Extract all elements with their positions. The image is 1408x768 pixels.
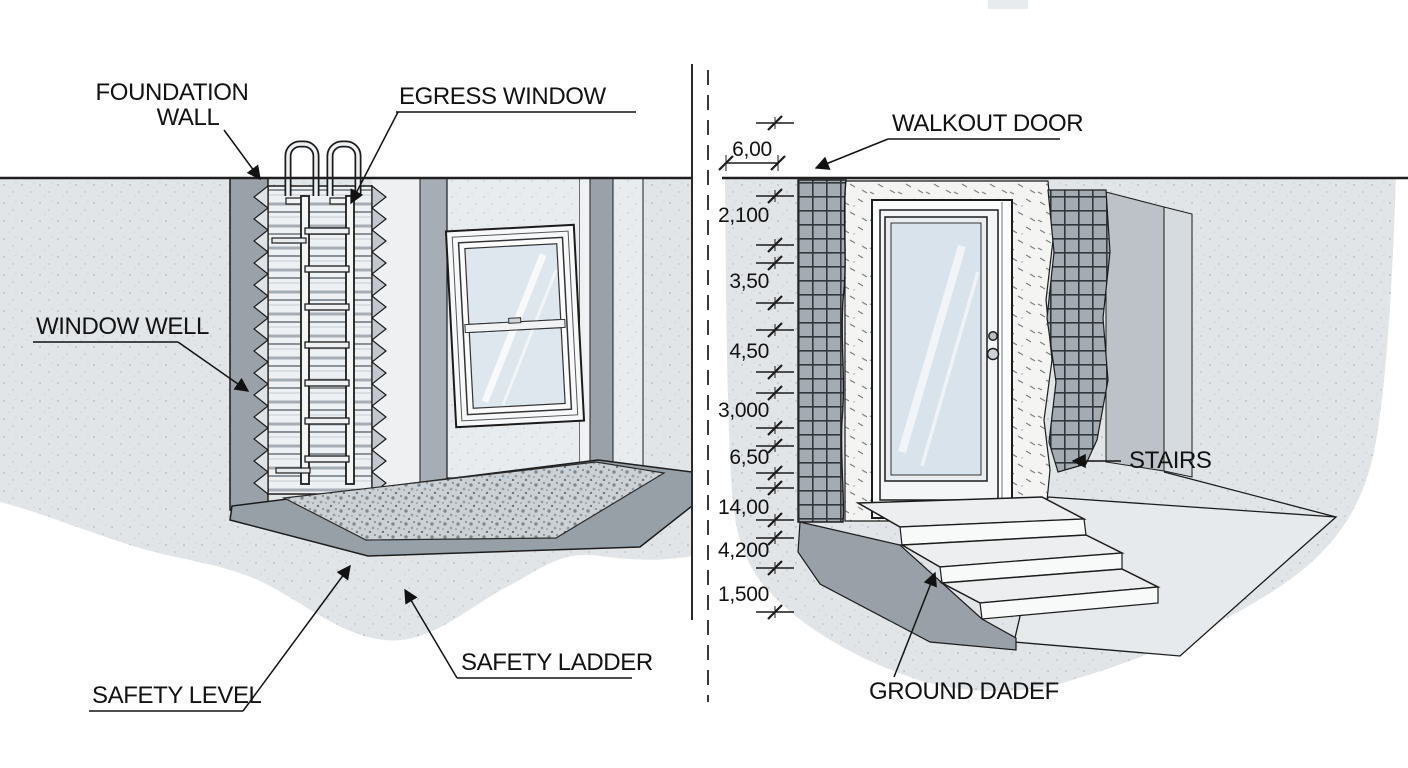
dimension-value-6: 4,200 <box>718 539 769 562</box>
foundation-wall-label-line1: FOUNDATION <box>96 79 249 106</box>
dimension-value-4: 6,50 <box>729 446 769 469</box>
well-liner-zigzag-right <box>371 184 387 496</box>
stairwell-side-wall-light <box>1163 206 1193 478</box>
ladder-step-bar-top <box>271 237 307 244</box>
rebar-mesh-left <box>797 179 847 523</box>
ground-label: GROUND DADEF <box>869 678 1059 705</box>
ladder-stile-left <box>300 195 310 485</box>
stair-cheek-wall <box>797 521 1017 651</box>
dimension-values: 2,100 3,50 4,50 3,000 6,50 14,00 4,200 1… <box>718 204 769 606</box>
rebar-mesh-right <box>1046 189 1111 473</box>
stairs-label: STAIRS <box>1129 447 1212 474</box>
gravel-bed <box>281 461 666 541</box>
safety-level-label: SAFETY LEVEL <box>92 682 262 709</box>
dimension-value-1: 3,50 <box>729 270 769 293</box>
ladder-stile-right <box>345 195 355 485</box>
callout-walkout-door: WALKOUT DOOR <box>814 110 1084 170</box>
dimension-value-7: 1,500 <box>718 583 769 606</box>
wall-dark-strip-left <box>419 177 448 495</box>
stairwell-side-wall <box>1105 191 1165 472</box>
dimension-value-3: 3,000 <box>718 399 769 422</box>
window-well-leader-arrow <box>177 341 250 392</box>
dimension-value-2: 4,50 <box>729 340 769 363</box>
safety-ladder-label: SAFETY LADDER <box>461 649 653 676</box>
stair-riser-2 <box>979 586 1159 620</box>
callout-stairs: STAIRS <box>1071 447 1212 474</box>
ladder-rungs <box>304 227 350 463</box>
ground-plane-edge <box>1163 471 1337 518</box>
well-liner-zigzag-left <box>253 184 269 496</box>
stairs <box>855 496 1161 620</box>
top-smudge <box>988 0 1028 9</box>
foundation-wall-leader-arrow <box>223 129 261 181</box>
door-glass-reflections <box>898 244 980 467</box>
foundation-wall-label-line2: WALL <box>157 104 220 131</box>
dimension-value-0: 2,100 <box>718 204 769 227</box>
door-knob <box>986 347 1000 361</box>
window-jamb <box>451 230 579 422</box>
callout-egress-window: EGRESS WINDOW <box>350 83 636 205</box>
safety-ladder <box>271 140 362 485</box>
egress-window <box>444 223 586 429</box>
window-well-panel <box>0 140 693 641</box>
window-latch <box>508 317 522 324</box>
walkout-door-panel: 6,00 <box>717 114 1396 692</box>
ground-leader-arrow <box>893 571 937 678</box>
callout-safety-ladder: SAFETY LADDER <box>404 588 653 679</box>
safety-ladder-leader-arrow <box>404 588 458 679</box>
wall-gap <box>372 178 420 494</box>
walkout-door-label: WALKOUT DOOR <box>892 110 1083 137</box>
callout-ground: GROUND DADEF <box>869 571 1059 705</box>
wall-light-edge <box>580 178 590 478</box>
dimension-value-5: 14,00 <box>718 496 769 519</box>
walkout-door <box>871 199 1013 519</box>
ladder-step-bar-bottom <box>275 467 311 474</box>
egress-window-leader-arrow <box>350 111 399 205</box>
dimension-chain: 6,00 <box>717 114 796 621</box>
egress-window-label: EGRESS WINDOW <box>399 83 607 110</box>
callout-foundation-wall: FOUNDATION WALL <box>96 79 261 181</box>
window-well-label: WINDOW WELL <box>36 313 209 340</box>
walkout-door-leader-arrow <box>814 138 889 170</box>
door-deadbolt <box>988 331 998 341</box>
wall-outer-face <box>612 177 644 511</box>
safety-level-leader-arrow <box>242 564 351 712</box>
callout-window-well: WINDOW WELL <box>33 313 250 392</box>
ladder-hoop-left-inner <box>286 142 318 196</box>
dimension-top-width: 6,00 <box>732 138 772 161</box>
ladder-hoop-right-inner <box>328 142 360 196</box>
callout-safety-level: SAFETY LEVEL <box>89 564 351 712</box>
